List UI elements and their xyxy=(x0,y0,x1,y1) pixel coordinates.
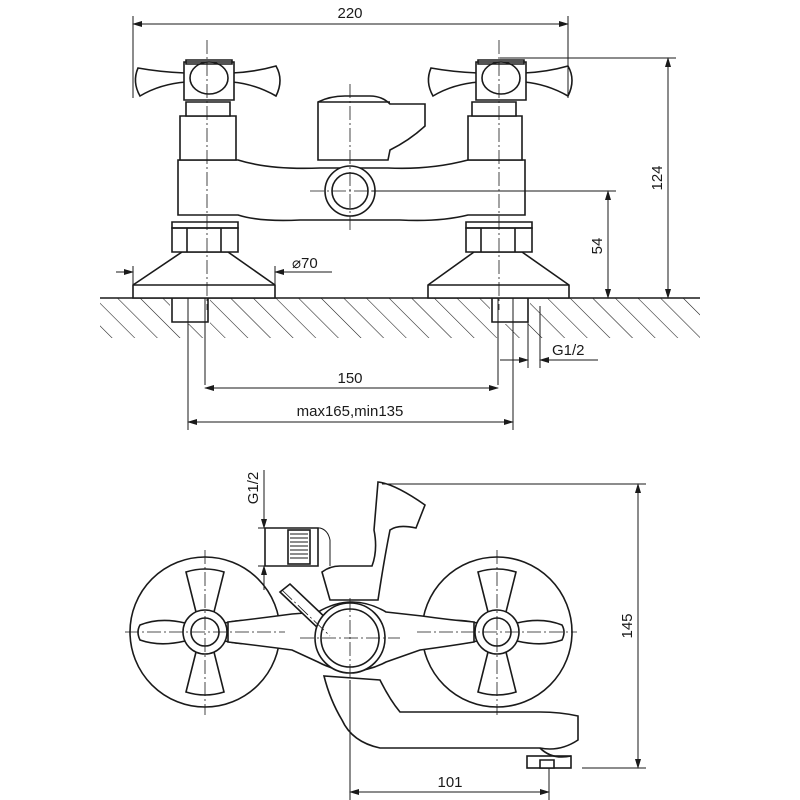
dim-adjust-range: max165,min135 xyxy=(187,403,514,425)
left-nut xyxy=(171,221,239,253)
inlet-pipes xyxy=(171,298,529,430)
dim-220-label: 220 xyxy=(337,5,362,22)
dim-150-label: 150 xyxy=(337,370,362,387)
dim-145-label: 145 xyxy=(619,613,636,638)
dim-54-label: 54 xyxy=(589,238,606,255)
right-flange xyxy=(427,251,570,299)
front-view: G1/2 145 101 xyxy=(125,470,646,800)
right-cross-handle xyxy=(427,59,573,101)
dim-g12-top-label: G1/2 xyxy=(552,342,585,359)
dim-150: 150 xyxy=(204,370,499,391)
dim-g12-top: G1/2 xyxy=(500,306,598,368)
dim-diameter-70: ⌀70 xyxy=(116,255,332,285)
dim-g12-front: G1/2 xyxy=(245,470,290,590)
dim-diameter-70-label: ⌀70 xyxy=(292,255,318,272)
front-mixer-body xyxy=(227,481,579,769)
front-centerlines xyxy=(125,550,577,715)
dim-220: 220 xyxy=(132,5,569,98)
dim-145: 145 xyxy=(382,483,646,769)
dim-101: 101 xyxy=(349,680,550,800)
dim-101-label: 101 xyxy=(437,774,462,791)
dim-124-label: 124 xyxy=(649,165,666,190)
left-cross-handle xyxy=(134,59,281,101)
dim-g12-front-label: G1/2 xyxy=(245,472,262,505)
mixer-body xyxy=(177,95,526,222)
top-view: 220 124 54 ⌀70 G1/2 xyxy=(100,5,700,430)
dim-54: 54 xyxy=(372,190,616,299)
wall-hatching xyxy=(100,297,700,338)
dim-adjust-range-label: max165,min135 xyxy=(297,403,404,420)
left-flange xyxy=(132,251,276,299)
dim-124: 124 xyxy=(500,57,676,299)
